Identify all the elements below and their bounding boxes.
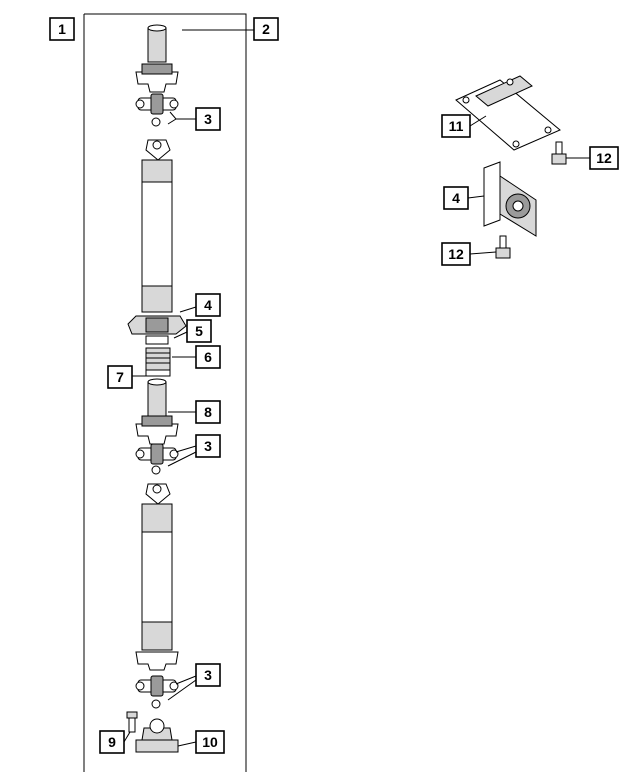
callout-7: 7: [107, 365, 133, 389]
universal-joint-3: [135, 675, 179, 697]
callout-2: 2: [253, 17, 279, 41]
callout-5: 5: [186, 319, 212, 343]
seal-5: [145, 335, 169, 345]
callout-11: 11: [441, 114, 471, 138]
svg-text:5: 5: [195, 323, 203, 339]
svg-text:7: 7: [116, 369, 124, 385]
callout-3-c: 3: [195, 663, 221, 687]
stub-shaft-front: [147, 27, 167, 63]
rear-shaft-group: [126, 378, 179, 753]
bolt-12-upper: [551, 141, 567, 165]
mount-bracket-11: [455, 75, 561, 151]
universal-joint-2: [135, 443, 179, 465]
callout-12-b: 12: [441, 242, 471, 266]
snap-ring-1: [151, 117, 161, 127]
svg-text:4: 4: [452, 190, 460, 206]
callout-4-a: 4: [195, 293, 221, 317]
svg-text:8: 8: [204, 404, 212, 420]
bolt-12-lower: [495, 235, 511, 259]
clamp-7: [145, 369, 171, 377]
svg-text:2: 2: [262, 21, 270, 37]
dust-boot: [145, 347, 171, 371]
callout-1: 1: [49, 17, 75, 41]
yoke-front: [135, 71, 179, 93]
callout-4-b: 4: [443, 186, 469, 210]
callout-12-a: 12: [589, 146, 619, 170]
svg-text:10: 10: [202, 734, 218, 750]
center-bearing-bracket-4: [483, 161, 537, 237]
callout-3-a: 3: [195, 107, 221, 131]
svg-text:3: 3: [204, 111, 212, 127]
assembly-bracket: [83, 13, 247, 772]
universal-joint-1: [135, 93, 179, 115]
bolt-9: [126, 711, 138, 733]
svg-text:9: 9: [108, 734, 116, 750]
svg-text:12: 12: [448, 246, 464, 262]
center-bearing: [127, 315, 187, 335]
svg-text:11: 11: [449, 118, 464, 134]
callout-6: 6: [195, 345, 221, 369]
svg-text:3: 3: [204, 667, 212, 683]
callout-10: 10: [195, 730, 225, 754]
callout-8: 8: [195, 400, 221, 424]
snap-ring-2: [151, 465, 161, 475]
slip-yoke: [147, 381, 167, 419]
leader-lines: [123, 29, 590, 747]
svg-text:6: 6: [204, 349, 212, 365]
svg-text:1: 1: [58, 21, 66, 37]
svg-text:4: 4: [204, 297, 212, 313]
front-shaft-group: [127, 24, 187, 377]
callout-3-b: 3: [195, 434, 221, 458]
snap-ring-3: [151, 699, 161, 709]
svg-text:12: 12: [596, 150, 612, 166]
callout-9: 9: [99, 730, 125, 754]
svg-text:3: 3: [204, 438, 212, 454]
